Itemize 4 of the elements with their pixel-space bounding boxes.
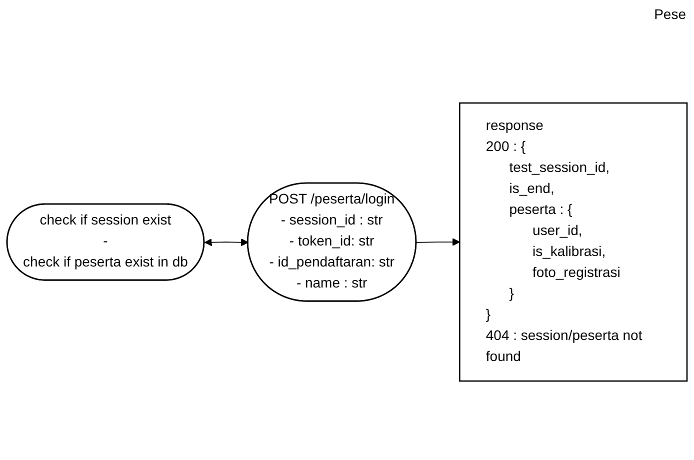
arrow	[204, 238, 248, 247]
lane-title: Pese	[654, 6, 686, 22]
arrow	[416, 238, 460, 246]
node-box: response 200 : { test_session_id, is_end, peserta : { user_id, is_kalibrasi, foto_registrasi } } 404 : session/peserta not found	[459, 102, 688, 382]
